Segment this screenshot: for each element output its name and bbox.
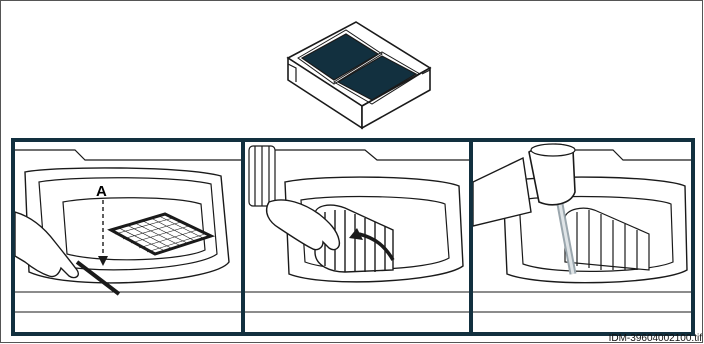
step-1-panel: A [15,142,241,332]
step-3-panel [473,142,691,332]
step-2-panel [245,142,469,332]
document-id: IDM-39604002100.tif [609,333,702,344]
callout-a-label: A [96,183,107,200]
fryer-top-icon [282,18,434,130]
step-panels: A [11,138,695,336]
heating-element-icon [249,146,275,206]
